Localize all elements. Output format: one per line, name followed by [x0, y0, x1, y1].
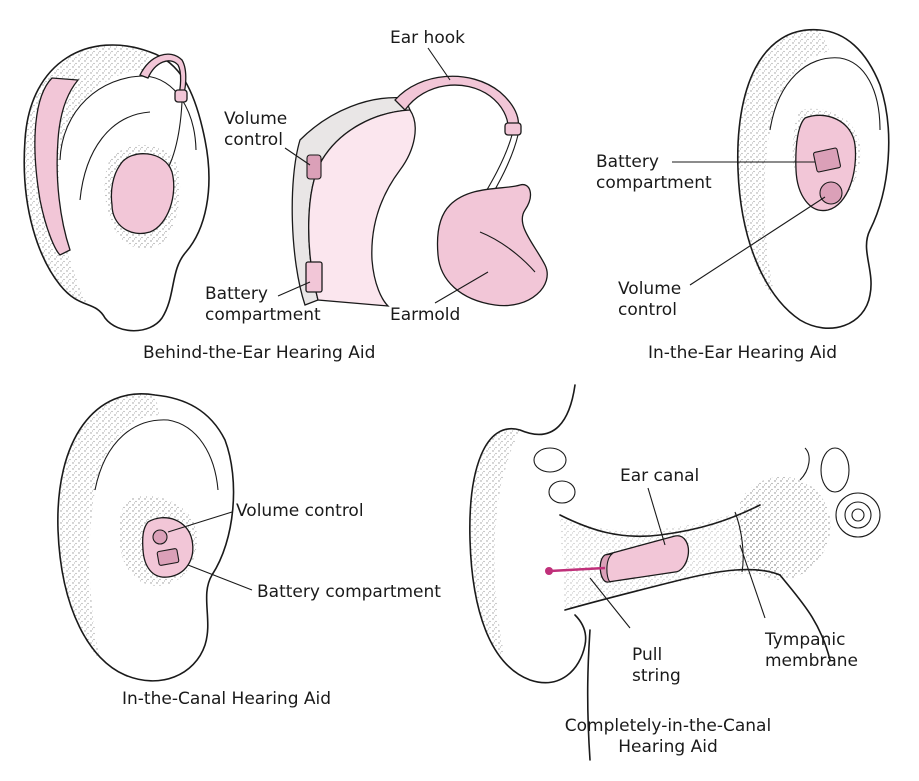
label-bte-volume-line1: Volume	[224, 109, 288, 129]
label-itc-battery: Battery compartment	[257, 582, 441, 602]
label-pull-string-line1: Pull	[632, 645, 663, 665]
ite-ear-illustration	[736, 29, 890, 329]
ear-hook-leader	[427, 47, 451, 81]
label-ear-hook: Ear hook	[390, 28, 465, 48]
label-pull-string-line2: string	[632, 666, 681, 686]
ear-canal-leader	[647, 487, 666, 546]
label-bte-battery-line1: Battery	[205, 284, 268, 304]
label-ite-battery-line2: compartment	[596, 173, 712, 193]
caption-cic-line1: Completely-in-the-Canal	[564, 716, 772, 736]
bte-battery-leader	[277, 281, 311, 297]
pull-string-leader	[589, 577, 631, 629]
itc-volume-leader	[167, 511, 233, 533]
label-ite-battery-line1: Battery	[596, 152, 659, 172]
label-itc-volume: Volume control	[236, 501, 364, 521]
itc-battery-leader	[187, 564, 253, 591]
bte-volume-leader	[284, 147, 311, 166]
label-tympanic-line2: membrane	[765, 651, 859, 671]
itc-ear-illustration	[57, 393, 235, 682]
caption-bte: Behind-the-Ear Hearing Aid	[143, 343, 376, 363]
label-bte-volume-line2: control	[224, 130, 283, 150]
tympanic-leader	[739, 544, 766, 619]
label-tympanic-line1: Tympanic	[765, 630, 846, 650]
label-earmold: Earmold	[390, 305, 461, 325]
ite-volume-leader	[689, 196, 826, 286]
caption-cic-line2: Hearing Aid	[618, 737, 718, 757]
label-ite-volume-line2: control	[618, 300, 677, 320]
pull-string-bead	[545, 567, 553, 575]
label-ear-canal: Ear canal	[620, 466, 700, 486]
bte-ear-illustration	[23, 44, 210, 332]
bte-device-illustration	[291, 75, 548, 307]
pull-string-line	[549, 566, 606, 573]
label-bte-battery-line2: compartment	[205, 305, 321, 325]
caption-ite: In-the-Ear Hearing Aid	[648, 343, 837, 363]
earmold-leader	[434, 271, 489, 304]
cic-ear-cross-section	[469, 384, 881, 761]
label-ite-volume-line1: Volume	[618, 279, 682, 299]
caption-itc: In-the-Canal Hearing Aid	[122, 689, 332, 709]
